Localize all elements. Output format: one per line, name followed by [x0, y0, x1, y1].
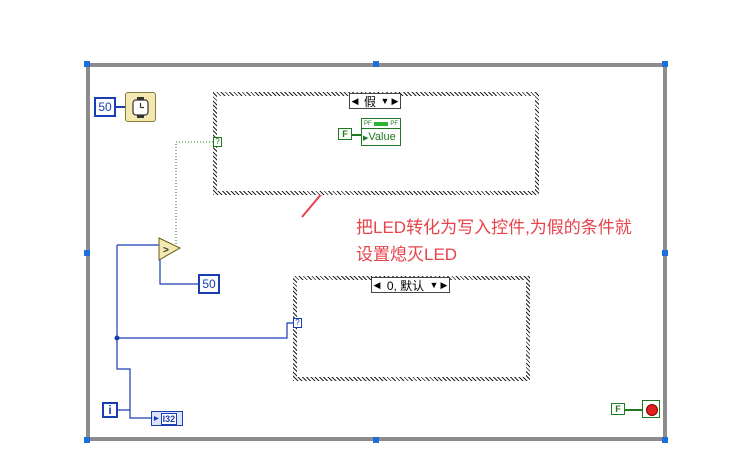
- case-bottom-selector[interactable]: ◀ 0, 默认 ▼ ▶: [371, 277, 450, 293]
- wire-i-main: [116, 245, 131, 410]
- decrement-arrow-icon[interactable]: ◀: [351, 96, 359, 106]
- stop-icon: [646, 404, 658, 416]
- wait-function[interactable]: [125, 92, 156, 122]
- case-structure-top[interactable]: [213, 92, 539, 195]
- case-bottom-selector-tunnel[interactable]: ?: [293, 318, 302, 328]
- dropdown-arrow-icon[interactable]: ▼: [380, 96, 390, 106]
- stop-wire: [625, 409, 642, 411]
- loop-handle-bm[interactable]: [373, 437, 379, 443]
- boolean-wire: [175, 141, 214, 244]
- i32-indicator[interactable]: ▶ I32: [151, 411, 183, 426]
- case-structure-bottom[interactable]: [293, 276, 530, 381]
- loop-handle-mr[interactable]: [662, 250, 668, 256]
- case-bottom-frame: [297, 280, 526, 377]
- prop-tag-right: PF: [390, 120, 398, 127]
- loop-handle-tr[interactable]: [662, 61, 668, 67]
- loop-handle-br[interactable]: [662, 437, 668, 443]
- wire-i-case: [117, 322, 295, 339]
- loop-handle-tm[interactable]: [373, 61, 379, 67]
- decrement-arrow-icon[interactable]: ◀: [373, 280, 381, 290]
- annotation-line-1: 把LED转化为写入控件,为假的条件就: [356, 218, 632, 237]
- wire-const-50: [159, 256, 198, 285]
- annotation-line-2: 设置熄灭LED: [356, 245, 458, 264]
- case-bottom-selector-label: 0, 默认: [386, 278, 425, 293]
- stop-false-constant[interactable]: F: [611, 403, 625, 415]
- dropdown-arrow-icon[interactable]: ▼: [429, 280, 439, 290]
- wait-wire: [116, 106, 126, 108]
- led-property-header: PF PF: [362, 119, 400, 129]
- loop-condition-terminal[interactable]: [642, 400, 660, 418]
- loop-handle-bl[interactable]: [84, 437, 90, 443]
- wait-ms-constant[interactable]: 50: [94, 97, 116, 117]
- prop-tag-left: PF: [364, 120, 372, 127]
- iteration-terminal[interactable]: i: [102, 402, 118, 418]
- write-arrow-icon: ▶: [363, 135, 369, 142]
- case-top-selector-tunnel[interactable]: ?: [213, 137, 222, 147]
- value-property-label: Value: [368, 131, 396, 143]
- loop-handle-ml[interactable]: [84, 250, 90, 256]
- increment-arrow-icon[interactable]: ▶: [440, 280, 448, 290]
- i32-label: I32: [160, 412, 178, 425]
- led-icon: [374, 121, 388, 126]
- indicator-arrow-icon: ▶: [154, 416, 159, 422]
- greater-than-node: [158, 237, 182, 261]
- value-property-row: ▶Value: [362, 129, 400, 145]
- case-top-selector[interactable]: ◀ 假 ▼ ▶: [349, 93, 401, 109]
- compare-constant[interactable]: 50: [198, 274, 220, 294]
- led-property-node[interactable]: PF PF ▶Value: [361, 118, 401, 146]
- clock-icon: [132, 97, 149, 118]
- increment-arrow-icon[interactable]: ▶: [391, 96, 399, 106]
- false-constant[interactable]: F: [338, 128, 352, 140]
- loop-handle-tl[interactable]: [84, 61, 90, 67]
- greater-than-symbol: >: [163, 245, 169, 256]
- wire-junction: [114, 335, 120, 341]
- false-wire: [352, 134, 362, 136]
- wire-i-indicator: [118, 409, 152, 419]
- case-top-selector-label: 假: [363, 94, 376, 109]
